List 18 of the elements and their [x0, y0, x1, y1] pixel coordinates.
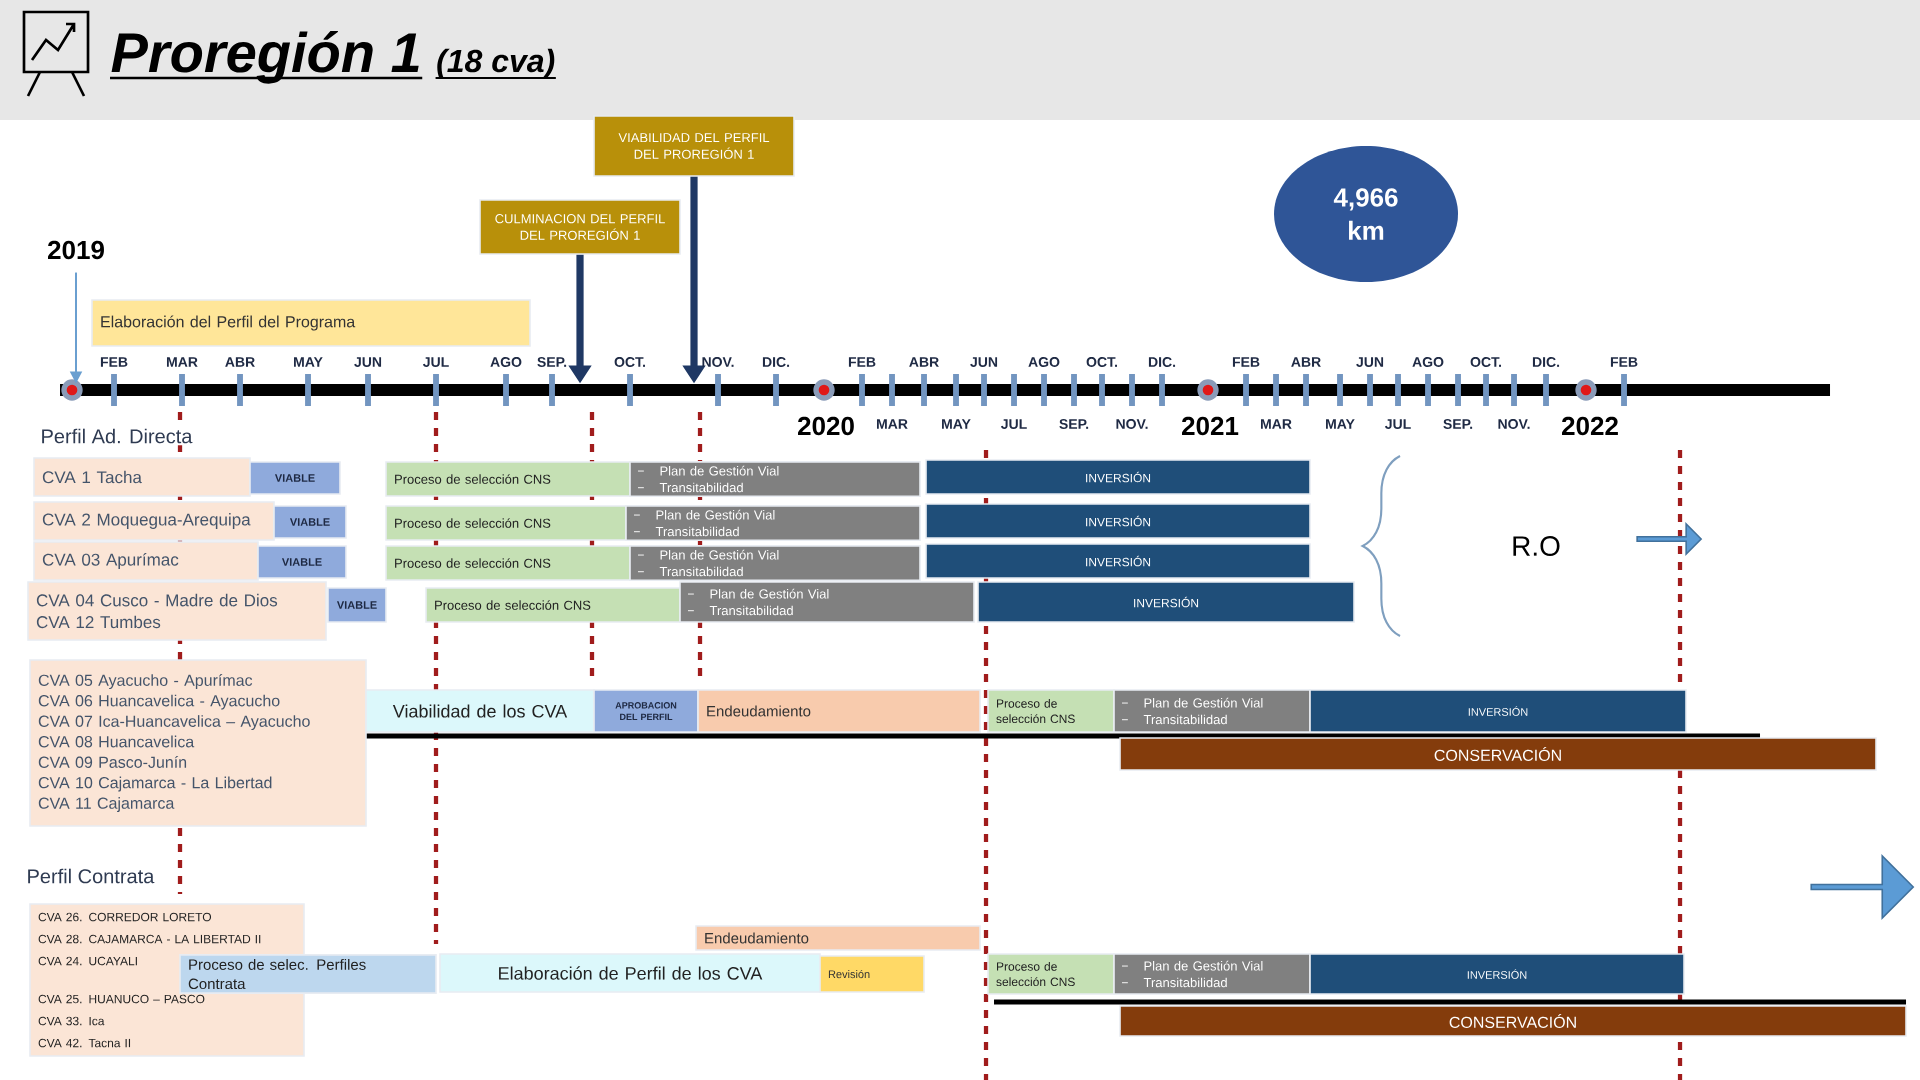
year-label: 2020	[798, 416, 854, 436]
section-label: Perfil Contrata	[24, 866, 157, 886]
task-bar: Viabilidad de los CVA	[365, 689, 595, 733]
year-label: 2021	[1182, 416, 1239, 436]
cva-label: CVA 04 Cusco - Madre de Dios CVA 12 Tumbes	[27, 581, 327, 641]
cva-label: CVA 2 Moquegua-Arequipa	[33, 501, 275, 541]
maintenance-bar: CONSERVACIÓN	[1119, 737, 1877, 771]
section-label: Perfil Ad. Directa	[38, 426, 195, 446]
bracket-label: R.O	[1513, 536, 1560, 556]
cva-list: CVA 05 Ayacucho - Apurímac CVA 06 Huancavelica - Ayacucho CVA 07 Ica-Huancavelica – Ayacucho CVA 08 Huancavelica CVA 09 Pasco-Junín CVA 10 Cajamarca - La Libertad CVA 11 Cajamarca	[29, 659, 367, 827]
task-bar: Elaboración de Perfil de los CVA	[439, 953, 821, 993]
maintenance-bar: CONSERVACIÓN	[1119, 1005, 1907, 1037]
cva-label: CVA 03 Apurímac	[33, 541, 259, 581]
phase-bar: Elaboración del Perfil del Programa	[91, 299, 531, 347]
subtitle: (18 cva)	[435, 48, 556, 80]
cva-label: CVA 1 Tacha	[33, 457, 251, 497]
year-label: 2019	[48, 240, 104, 260]
title: Proregión 1	[110, 30, 423, 84]
